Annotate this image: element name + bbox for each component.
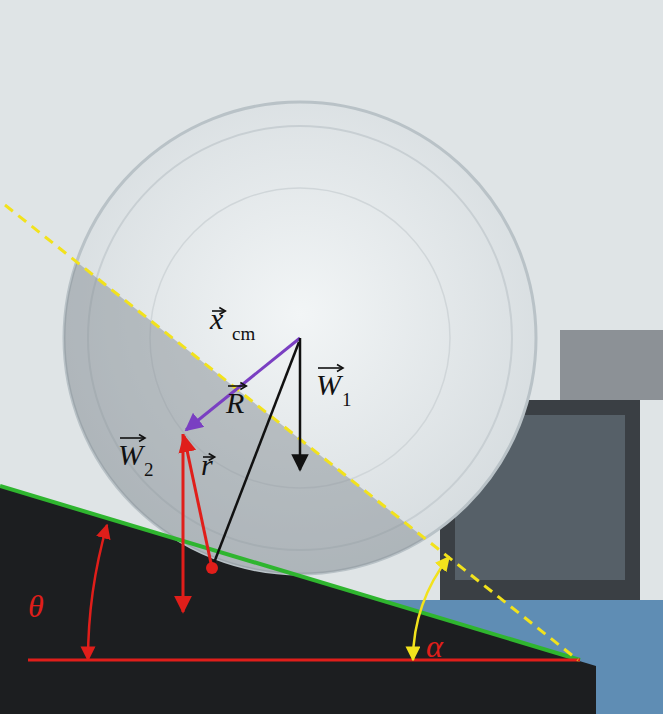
symbol-label: α (426, 630, 443, 662)
subscript: cm (232, 324, 255, 343)
theta-arc (88, 525, 107, 660)
r-big-vector (212, 342, 299, 568)
horizontal-line (28, 659, 580, 662)
symbol-label: θ (28, 590, 44, 622)
subscript: 1 (342, 390, 352, 409)
symbol-label: r (201, 450, 213, 480)
symbol-label: W (118, 440, 143, 470)
vector-accent (318, 367, 343, 369)
vector-accent (120, 437, 145, 439)
w2-vector (182, 434, 185, 612)
r-vector (184, 436, 212, 568)
water-surface-line (5, 205, 578, 660)
vector-accent (228, 385, 246, 387)
contact-point (206, 562, 218, 574)
incline-surface (0, 486, 580, 660)
symbol-label: W (316, 370, 341, 400)
background-object (560, 330, 663, 400)
subscript: 2 (144, 460, 154, 479)
water (0, 205, 578, 714)
symbol-label: R (226, 388, 244, 418)
symbol-label: x (210, 304, 223, 334)
w1-vector (299, 338, 302, 470)
